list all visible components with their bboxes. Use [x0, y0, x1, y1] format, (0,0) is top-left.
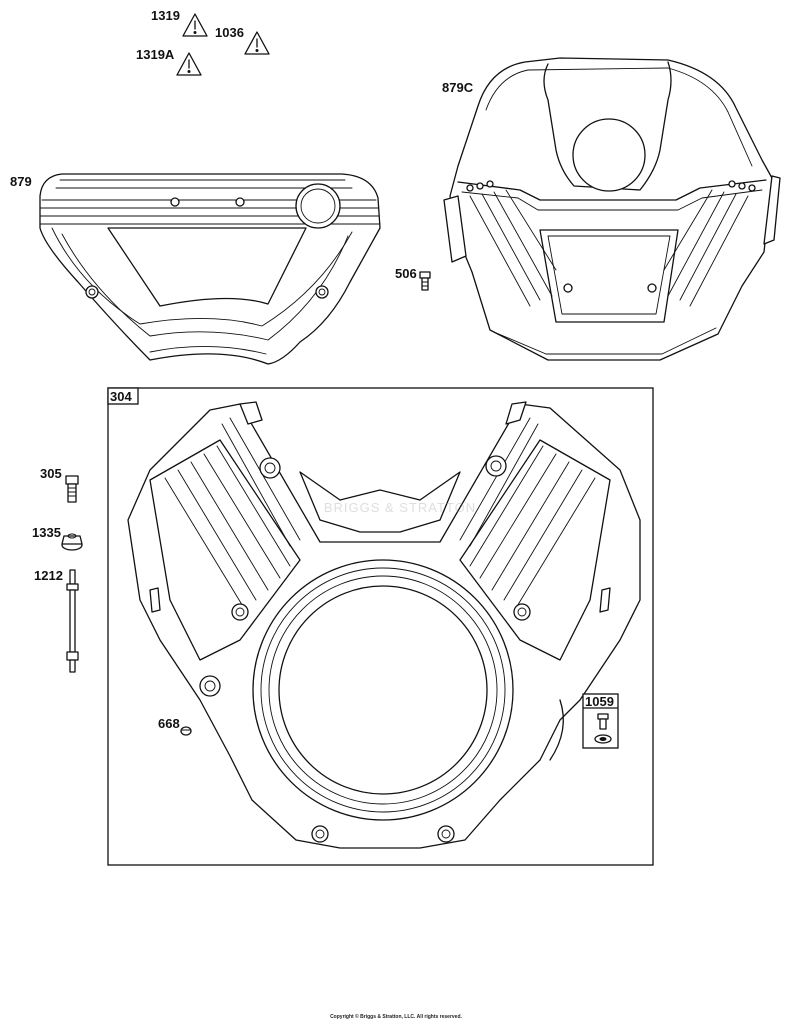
- label-1212: 1212: [34, 568, 63, 583]
- label-1319a: 1319A: [136, 47, 175, 62]
- stud-icon-1212: [66, 569, 79, 673]
- label-879c: 879C: [442, 80, 474, 95]
- screw-icon-506: [419, 271, 431, 291]
- assembly-box-304: [107, 387, 654, 866]
- assembly-box-304-tag: [107, 387, 139, 405]
- label-879: 879: [10, 174, 32, 189]
- cover-879: [39, 173, 381, 365]
- copyright-notice: Copyright © Briggs & Stratton, LLC. All …: [330, 1014, 462, 1020]
- bolt-icon-305: [65, 475, 79, 503]
- label-668: 668: [158, 716, 180, 731]
- warning-triangle-icon-1319: [182, 13, 208, 37]
- label-1319: 1319: [151, 8, 180, 23]
- nut-icon-1335: [61, 533, 83, 551]
- shroud-879c: [443, 57, 781, 361]
- label-1335: 1335: [32, 525, 61, 540]
- warning-triangle-icon-1319a: [176, 52, 202, 76]
- label-305: 305: [40, 466, 62, 481]
- screw-washer-icon-1059: [594, 713, 612, 744]
- label-1036: 1036: [215, 25, 244, 40]
- watermark-logo: BRIGGS & STRATTON: [323, 500, 477, 515]
- label-1059: 1059: [585, 694, 614, 709]
- plug-icon-668: [180, 726, 192, 736]
- warning-triangle-icon-1036: [244, 31, 270, 55]
- label-304: 304: [110, 389, 132, 404]
- label-506: 506: [395, 266, 417, 281]
- blower-housing-304: [127, 401, 641, 849]
